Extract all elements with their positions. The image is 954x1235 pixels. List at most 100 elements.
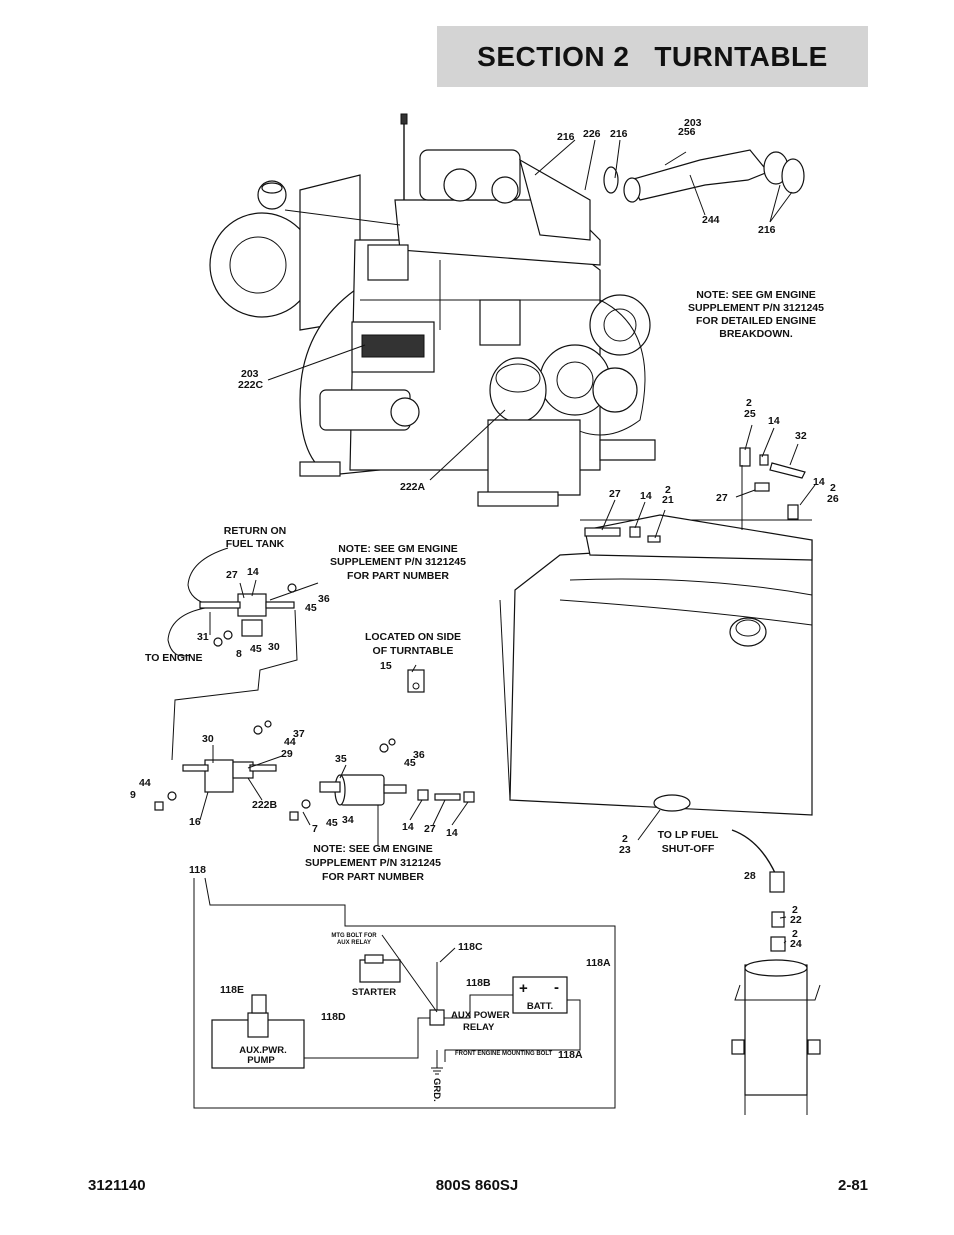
callout: 203	[241, 368, 259, 380]
svg-text:RETURN ON: RETURN ON	[224, 525, 286, 537]
bracket-15	[407, 669, 425, 693]
note-engine-supplement: NOTE: SEE GM ENGINE SUPPLEMENT P/N 31212…	[688, 289, 824, 340]
svg-text:FOR DETAILED ENGINE: FOR DETAILED ENGINE	[696, 315, 816, 327]
callout: 27	[716, 492, 728, 504]
callout: 34	[342, 814, 354, 826]
svg-text:BATT.: BATT.	[527, 1001, 553, 1012]
callout: 30	[202, 733, 214, 745]
section-header: SECTION 2 TURNTABLE	[437, 26, 868, 87]
svg-text:118C: 118C	[458, 941, 483, 953]
callout: 21	[662, 494, 674, 506]
callout: 14	[813, 476, 825, 488]
footer-model: 800S 860SJ	[435, 1177, 519, 1194]
callout: 9	[130, 789, 136, 801]
fuel-solenoid-assembly	[167, 547, 298, 761]
callout: 27	[424, 823, 436, 835]
callout: 15	[380, 660, 392, 672]
svg-text:SUPPLEMENT P/N 3121245: SUPPLEMENT P/N 3121245	[330, 556, 466, 568]
svg-text:118E: 118E	[220, 984, 244, 996]
callout: 222C	[238, 379, 264, 391]
svg-text:118D: 118D	[321, 1011, 346, 1023]
air-intake-tube	[603, 149, 805, 203]
svg-text:SHUT-OFF: SHUT-OFF	[662, 843, 715, 855]
svg-text:NOTE: SEE GM ENGINE: NOTE: SEE GM ENGINE	[313, 843, 433, 855]
note-part-number-upper: NOTE: SEE GM ENGINE SUPPLEMENT P/N 31212…	[330, 543, 466, 582]
callout: 27	[609, 488, 621, 500]
part-callouts: 203 256 216 226 216 244 216 203 222C 222…	[130, 117, 839, 950]
note-part-number-lower: NOTE: SEE GM ENGINE SUPPLEMENT P/N 31212…	[305, 843, 441, 883]
svg-text:NOTE: SEE GM ENGINE: NOTE: SEE GM ENGINE	[338, 543, 458, 555]
callout: 216	[557, 131, 575, 143]
leader-lines	[199, 139, 816, 963]
callout: 244	[702, 214, 720, 226]
fuel-tank	[499, 447, 813, 952]
lower-solenoid-assembly	[154, 720, 475, 821]
svg-text:STARTER: STARTER	[352, 987, 396, 998]
callout: 44	[139, 777, 151, 789]
callout: 44	[284, 736, 296, 748]
svg-text:FRONT ENGINE MOUNTING BOLT: FRONT ENGINE MOUNTING BOLT	[455, 1051, 553, 1057]
svg-text:FOR PART NUMBER: FOR PART NUMBER	[322, 871, 424, 883]
callout: 45	[326, 817, 338, 829]
callout: 2	[830, 482, 836, 494]
svg-text:TO LP FUEL: TO LP FUEL	[658, 829, 719, 841]
callout: 14	[768, 415, 780, 427]
svg-text:OF TURNTABLE: OF TURNTABLE	[373, 645, 454, 657]
svg-text:LOCATED ON SIDE: LOCATED ON SIDE	[365, 631, 461, 643]
svg-text:BREAKDOWN.: BREAKDOWN.	[719, 328, 793, 340]
section-title: SECTION 2 TURNTABLE	[477, 40, 828, 72]
callout: 226	[583, 128, 601, 140]
callout: 25	[744, 408, 756, 420]
engine-assembly	[209, 113, 656, 507]
callout: 29	[281, 748, 293, 760]
wiring-schematic	[193, 877, 616, 1109]
svg-text:SUPPLEMENT P/N 3121245: SUPPLEMENT P/N 3121245	[305, 857, 441, 869]
svg-text:AUX POWER: AUX POWER	[451, 1010, 510, 1021]
callout: 28	[744, 870, 756, 882]
callout: 216	[610, 128, 628, 140]
svg-text:118A: 118A	[586, 957, 611, 969]
callout: 2	[622, 833, 628, 845]
callout: 2	[746, 397, 752, 409]
svg-text:AUX.PWR.: AUX.PWR.	[239, 1045, 287, 1056]
lp-regulator	[731, 959, 821, 1115]
callout: 23	[619, 844, 631, 856]
callout: 35	[335, 753, 347, 765]
callout: 24	[790, 938, 802, 950]
callout: 30	[268, 641, 280, 653]
svg-text:118B: 118B	[466, 977, 491, 989]
svg-text:118A: 118A	[558, 1049, 583, 1061]
callout: 256	[678, 126, 696, 138]
svg-text:NOTE: SEE GM ENGINE: NOTE: SEE GM ENGINE	[696, 289, 816, 301]
svg-text:+: +	[519, 980, 528, 997]
svg-text:PUMP: PUMP	[247, 1055, 275, 1066]
wiring-labels: 118 118C 118A 118B 118E 118D 118A MTG BO…	[189, 864, 611, 1102]
callout: 2	[792, 904, 798, 916]
svg-text:SUPPLEMENT P/N 3121245: SUPPLEMENT P/N 3121245	[688, 302, 824, 314]
callout: 14	[640, 490, 652, 502]
callout: 14	[446, 827, 458, 839]
callout: 27	[226, 569, 238, 581]
svg-text:FUEL TANK: FUEL TANK	[226, 538, 285, 550]
callout: 2	[792, 928, 798, 940]
note-to-lp-fuel-shutoff: TO LP FUEL SHUT-OFF	[658, 829, 719, 855]
svg-text:118: 118	[189, 864, 206, 876]
note-to-engine: TO ENGINE	[145, 652, 203, 664]
callout: 203	[684, 117, 702, 129]
note-located-on-side: LOCATED ON SIDE OF TURNTABLE	[365, 631, 461, 657]
callout: 31	[197, 631, 209, 643]
callout: 26	[827, 493, 839, 505]
svg-text:FOR PART NUMBER: FOR PART NUMBER	[347, 570, 449, 582]
note-return-on-fuel-tank: RETURN ON FUEL TANK	[224, 525, 286, 550]
svg-text:-: -	[554, 979, 559, 996]
callout: 2	[665, 484, 671, 496]
svg-text:AUX RELAY: AUX RELAY	[337, 940, 371, 946]
callout: 14	[402, 821, 414, 833]
callout: 222A	[400, 481, 426, 493]
callout: 7	[312, 823, 318, 835]
callout: 8	[236, 648, 242, 660]
callout: 222B	[252, 799, 278, 811]
callout: 36	[413, 749, 425, 761]
callout: 32	[795, 430, 807, 442]
